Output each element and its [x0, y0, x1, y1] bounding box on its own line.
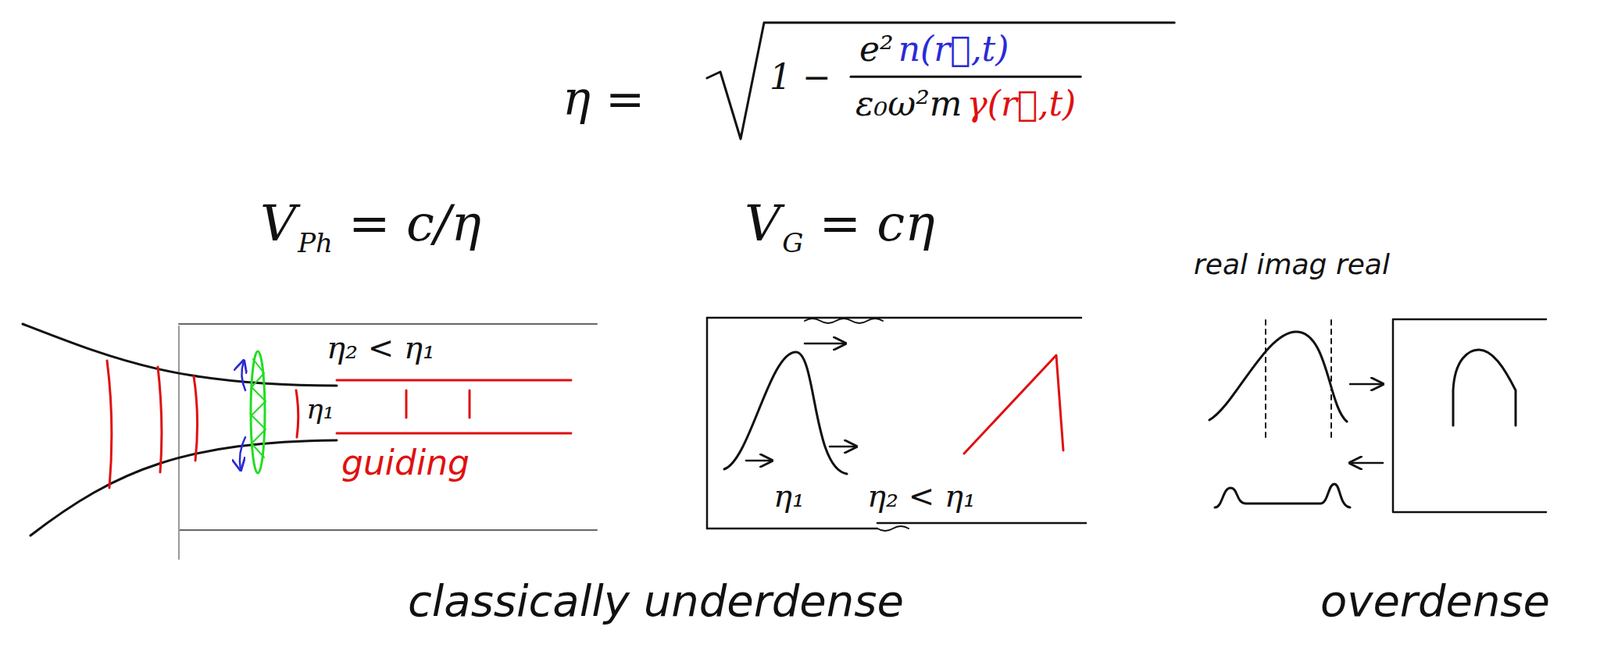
beam-envelope — [30, 440, 337, 536]
index-label: η₁ — [773, 478, 805, 515]
density-hump — [1453, 350, 1516, 426]
guiding-label: guiding — [341, 443, 470, 484]
formula-density: n(r⃗,t) — [898, 29, 1010, 70]
focusing-arrow — [239, 437, 246, 471]
index-label: η₂ < η₁ — [326, 329, 436, 366]
beam-envelope — [22, 324, 337, 386]
incident-arrow — [1350, 383, 1383, 386]
guide-channel — [336, 379, 572, 383]
panel-line — [178, 529, 597, 532]
motion-arrow — [829, 446, 857, 449]
reflected-arrow — [1350, 462, 1383, 465]
fraction-bar — [850, 75, 1081, 79]
right-panel — [1209, 319, 1547, 513]
focusing-arrow — [241, 360, 246, 391]
velocity-subscript: Ph — [297, 228, 333, 259]
wavefront — [107, 360, 112, 489]
region-note: real imag real — [1193, 248, 1390, 281]
lens-hatch — [251, 359, 266, 458]
pulse-profile — [724, 352, 847, 475]
wavefront — [405, 390, 408, 418]
velocity-formula: = c/η — [348, 195, 482, 254]
middle-panel — [707, 317, 1086, 532]
steepened-pulse — [964, 355, 1064, 454]
formula-term: 1 − — [769, 57, 832, 98]
velocity-symbol: V — [744, 195, 781, 254]
sqrt-sign — [707, 22, 1175, 140]
formula-gamma: γ(r⃗,t) — [967, 84, 1077, 125]
panel-line — [707, 528, 878, 531]
velocity-subscript: G — [782, 228, 804, 259]
motion-arrow — [804, 342, 846, 346]
panel-line — [706, 317, 709, 529]
guide-channel — [336, 432, 572, 436]
panel-line — [178, 323, 597, 325]
panel-line — [877, 522, 1086, 525]
focal-plane-line — [178, 326, 180, 560]
regime-label: overdense — [1320, 576, 1550, 627]
pulse-profile — [1209, 332, 1347, 422]
panel-line — [707, 317, 1082, 320]
index-label: η₁ — [306, 392, 335, 425]
wavefront — [193, 376, 198, 461]
velocity-formula: = cη — [818, 195, 935, 254]
dashed-marker — [1330, 320, 1333, 438]
dashed-marker — [1264, 320, 1267, 438]
wavefront — [296, 390, 299, 438]
density-ripple — [804, 318, 883, 324]
regime-label: classically underdense — [407, 576, 904, 627]
formula-symbol: η = — [562, 71, 645, 126]
plasma-lens — [250, 351, 265, 474]
wavefront — [157, 367, 162, 473]
density-ripple — [877, 526, 909, 532]
velocity-symbol: V — [260, 195, 297, 254]
formula-term: ε₀ω²m — [855, 84, 963, 125]
panel-line — [1392, 319, 1547, 513]
index-label: η₂ < η₁ — [867, 478, 976, 515]
motion-arrow — [746, 460, 772, 463]
left-panel — [22, 324, 597, 560]
transmitted-profile — [1214, 484, 1350, 508]
formula-term: e² — [859, 29, 894, 70]
wavefront — [468, 390, 472, 418]
